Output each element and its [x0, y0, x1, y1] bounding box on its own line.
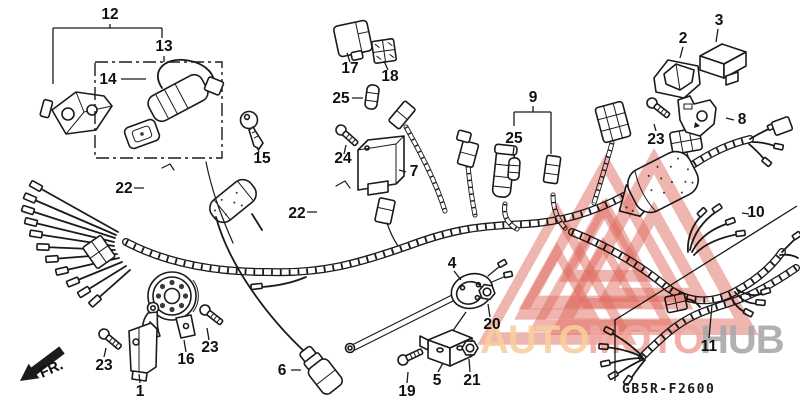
fan-terminals	[20, 180, 102, 308]
part-23-bolt-left	[96, 326, 125, 353]
callout-25: 25	[332, 90, 350, 107]
callout-12: 12	[101, 6, 118, 23]
callout-1: 1	[136, 383, 145, 400]
harness-connector-fan-left	[20, 180, 131, 308]
part-12-bracket	[39, 91, 113, 135]
ignition-coil	[209, 178, 263, 231]
part-23-bolt-mid	[197, 302, 226, 328]
callout-9: 9	[529, 89, 538, 106]
part-25-fuse-top	[364, 84, 380, 110]
part-21-nut	[461, 340, 479, 356]
connector-9	[542, 154, 562, 185]
part-22-clamp-left	[143, 163, 175, 203]
watermark-text-hub: HUB	[700, 318, 784, 362]
part-9-fuse-holder-group	[491, 143, 562, 229]
branch-connector-a	[388, 100, 416, 130]
callout-labels: 1213141517182524722222323892510420215196…	[95, 6, 764, 400]
switch-lead-wire	[205, 161, 234, 244]
fan-multi-connector	[82, 235, 116, 269]
watermark-text-auto: AUTO	[480, 318, 589, 362]
callout-19: 19	[398, 383, 416, 400]
part-15-key	[239, 110, 264, 150]
part-4-switch-assembly	[344, 258, 514, 354]
watermark: AUTO MOTO HUB	[477, 148, 785, 362]
callout-21: 21	[463, 372, 481, 389]
part-18-connector	[371, 38, 397, 64]
callout-23: 23	[201, 339, 219, 356]
ground-wire	[261, 276, 307, 288]
ground-terminal	[250, 282, 263, 291]
callout-17: 17	[341, 60, 358, 77]
part-24-bolt	[333, 122, 361, 149]
callout-11: 11	[701, 338, 718, 355]
callout-23: 23	[95, 357, 113, 374]
part-14-ignition-switch	[123, 58, 225, 150]
callout-23: 23	[647, 131, 665, 148]
callout-22: 22	[115, 180, 132, 197]
part-17-relay	[332, 19, 373, 62]
part-6-spark-plug-cap	[299, 345, 343, 395]
part-25-fuse-bottom	[507, 157, 521, 181]
callout-5: 5	[433, 372, 442, 389]
part-19-bolt	[395, 345, 425, 368]
part-3-cover	[699, 43, 747, 86]
callout-6: 6	[278, 362, 287, 379]
key-cylinder	[123, 118, 161, 150]
callout-24: 24	[334, 150, 352, 167]
callout-7: 7	[410, 163, 419, 180]
fr-direction-arrow: FR.	[20, 346, 66, 382]
part-23-bolt-topright	[644, 95, 673, 121]
callout-13: 13	[155, 38, 173, 55]
callout-22: 22	[288, 205, 305, 222]
line-art-layer: FR. GB5R-F2600 1213141517182524722222323…	[20, 6, 800, 400]
branch-connector-b	[456, 129, 480, 169]
callout-25: 25	[505, 130, 523, 147]
harness-right-terminals	[729, 116, 800, 318]
part-1-bracket	[128, 301, 161, 382]
harness-main-connector	[594, 100, 632, 144]
callout-18: 18	[381, 68, 399, 85]
callout-8: 8	[738, 111, 747, 128]
part-7-cdi-unit	[357, 135, 405, 196]
callout-15: 15	[253, 150, 271, 167]
callout-2: 2	[679, 30, 688, 47]
spark-plug-wire	[215, 216, 307, 354]
part-22-clamp-right	[316, 180, 351, 224]
part-code: GB5R-F2600	[622, 382, 715, 397]
callout-3: 3	[715, 12, 724, 29]
part-2-case	[653, 59, 701, 99]
callout-14: 14	[99, 71, 117, 88]
callout-4: 4	[448, 255, 457, 272]
callout-16: 16	[177, 351, 195, 368]
part-8-bracket	[677, 95, 717, 137]
watermark-text-moto: MOTO	[588, 318, 703, 362]
callout-10: 10	[747, 204, 764, 221]
mid-trunk-connector	[374, 197, 396, 225]
part-13-boundary-box	[94, 61, 223, 159]
part-16-horn	[147, 271, 199, 339]
leader-lines	[52, 24, 750, 384]
